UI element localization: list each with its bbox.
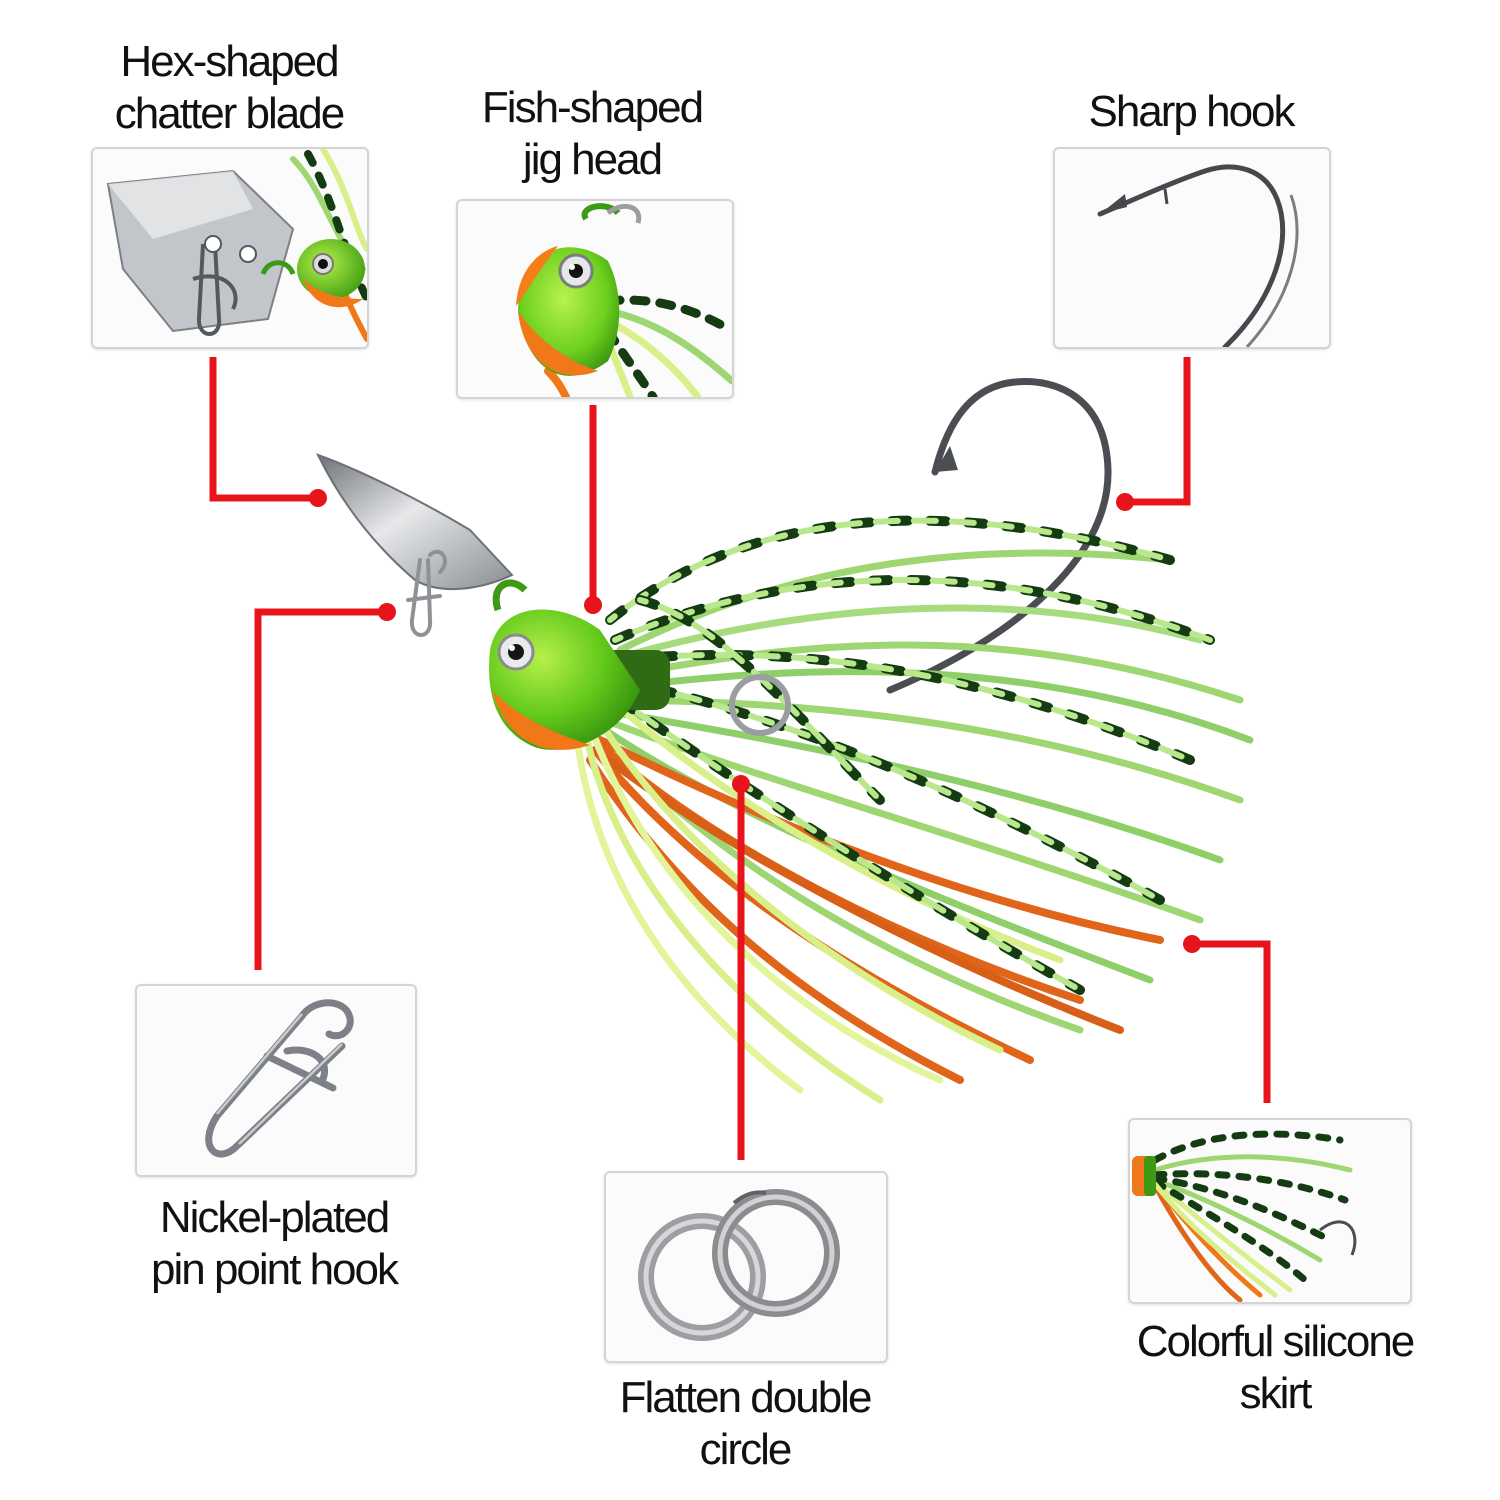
label-pin-hook-line1: Nickel-plated	[159, 1193, 390, 1242]
callout-dots	[309, 489, 1201, 953]
callout-line-sharp-hook	[1125, 357, 1191, 506]
main-chatter-blade	[316, 453, 514, 590]
jig-head-detail-box	[456, 199, 734, 399]
label-silicone-skirt: Colorful silicone skirt	[1110, 1316, 1440, 1420]
silicone-skirt-icon	[1132, 1130, 1357, 1302]
label-pin-hook-line2: pin point hook	[151, 1245, 399, 1294]
snap-pin-icon	[205, 999, 354, 1158]
pin-hook-detail-box	[135, 984, 417, 1177]
sharp-hook-icon	[1097, 164, 1299, 347]
sharp-hook-detail-box	[1053, 147, 1331, 349]
silicone-skirt-detail-box	[1128, 1118, 1412, 1304]
main-skirt	[571, 515, 1254, 1104]
callout-line-pin-hook	[254, 608, 387, 970]
split-rings-icon	[638, 1189, 840, 1341]
chatter-blade-icon	[106, 149, 367, 342]
label-jig-head-line2: jig head	[522, 135, 663, 184]
label-double-circle-line2: circle	[699, 1425, 793, 1474]
main-ring-icon	[729, 674, 791, 736]
label-chatter-blade-line2: chatter blade	[114, 89, 345, 138]
callout-line-chatter-blade	[209, 357, 318, 502]
label-pin-hook: Nickel-plated pin point hook	[120, 1192, 428, 1296]
label-silicone-skirt-line2: skirt	[1239, 1369, 1313, 1418]
main-snap-clip-icon	[406, 549, 447, 637]
label-sharp-hook: Sharp hook	[1054, 86, 1328, 138]
label-silicone-skirt-line1: Colorful silicone	[1136, 1317, 1416, 1366]
callout-line-silicone-skirt	[1192, 940, 1271, 1103]
label-double-circle: Flatten double circle	[590, 1372, 900, 1476]
label-sharp-hook-line1: Sharp hook	[1088, 87, 1295, 136]
double-circle-detail-box	[604, 1171, 888, 1363]
main-jig-head	[489, 579, 640, 750]
label-double-circle-line1: Flatten double	[619, 1373, 873, 1422]
label-jig-head-line1: Fish-shaped	[481, 83, 704, 132]
callout-lines	[209, 357, 1271, 1160]
chatter-blade-detail-box	[91, 147, 369, 349]
label-chatter-blade: Hex-shaped chatter blade	[94, 36, 364, 140]
jig-head-icon	[516, 203, 732, 397]
main-hook-icon	[886, 378, 1112, 694]
label-jig-head: Fish-shaped jig head	[450, 82, 734, 186]
label-chatter-blade-line1: Hex-shaped	[120, 37, 339, 86]
